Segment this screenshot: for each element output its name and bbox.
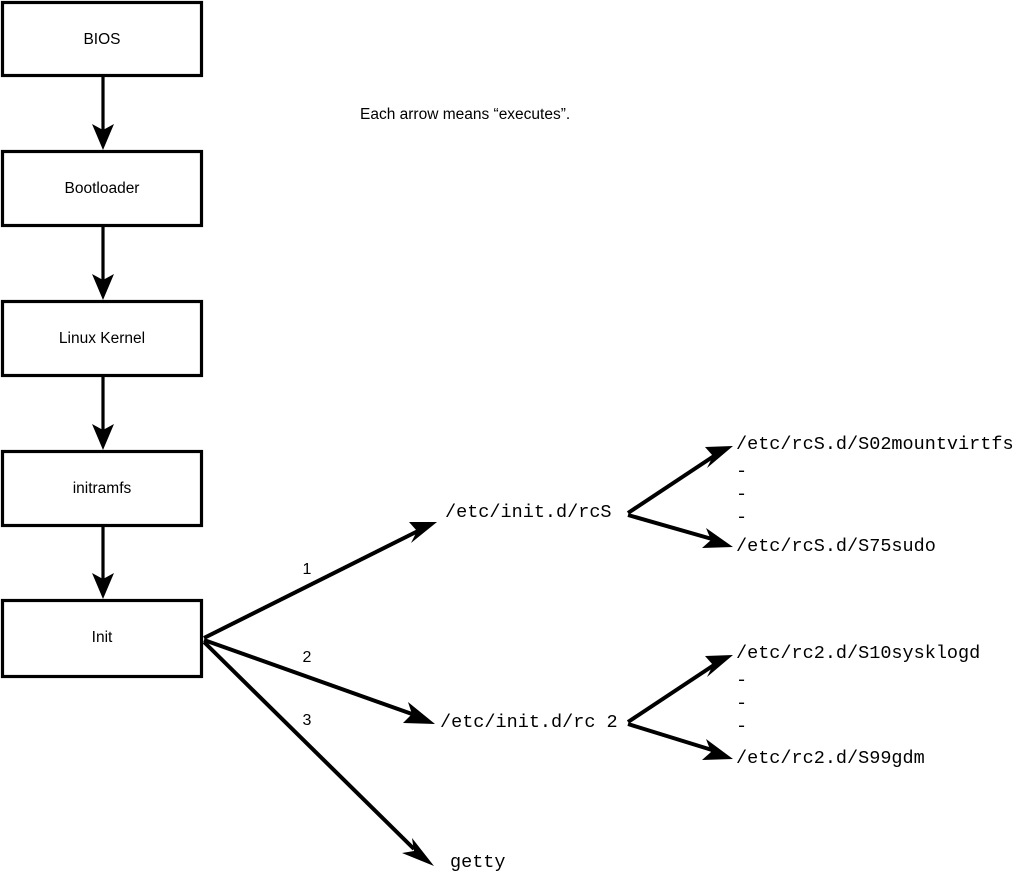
rcs-ellipsis-dash-2: - [736,484,747,505]
branch-init-to-getty: 3 [202,640,434,866]
branch-number-3: 3 [303,712,312,729]
branch-rc2-to-last-script [627,722,733,760]
linux-kernel-box[interactable] [0,299,204,378]
arrowhead-icon [402,838,434,866]
rcs-ellipsis-dash-3: - [736,507,747,528]
arrow-kernel-to-initramfs [92,376,114,450]
node-initramfs[interactable]: initramfs [0,449,204,528]
arrowhead-icon [409,522,437,543]
label-rc2-last-script: /etc/rc2.d/S99gdm [736,748,925,769]
arrowhead-icon [705,655,733,677]
branch-number-1: 1 [303,561,312,578]
branch-init-to-rcs: 1 [203,522,437,640]
arrow-initramfs-to-init [92,526,114,599]
linux-kernel-label: Linux Kernel [59,330,145,347]
branch-rcs-to-first-script [626,446,733,515]
node-linux-kernel[interactable]: Linux Kernel [0,299,204,378]
arrowhead-icon [92,424,114,450]
label-init-d-rcs: /etc/init.d/rcS [445,502,612,523]
arrowhead-icon [403,702,435,724]
bios-label: BIOS [83,31,120,48]
rcs-ellipsis-dash-1: - [736,461,747,482]
branch-rcs-to-last-script [627,513,733,548]
bios-box[interactable] [0,0,204,78]
arrowhead-icon [702,528,733,548]
label-rcs-last-script: /etc/rcS.d/S75sudo [736,536,936,557]
arrowhead-icon [705,446,733,468]
label-getty: getty [450,852,506,873]
rc2-ellipsis-dash-2: - [736,693,747,714]
rc2-ellipsis-dash-3: - [736,716,747,737]
initramfs-label: initramfs [73,480,132,497]
label-rcs-first-script: /etc/rcS.d/S02mountvirtfs [736,434,1014,455]
rc2-ellipsis-dash-1: - [736,670,747,691]
node-bootloader[interactable]: Bootloader [0,149,204,228]
branch-rc2-to-first-script [626,655,733,724]
node-init[interactable]: Init [0,598,204,679]
arrowhead-icon [92,573,114,599]
arrowhead-icon [702,739,733,760]
init-label: Init [92,629,113,646]
initramfs-box[interactable] [0,449,204,528]
legend-note: Each arrow means “executes”. [360,106,570,123]
node-bios[interactable]: BIOS [0,0,204,78]
arrowhead-icon [92,274,114,300]
arrowhead-icon [92,124,114,150]
init-box[interactable] [0,598,204,679]
bootloader-label: Bootloader [65,180,140,197]
arrow-bootloader-to-kernel [92,226,114,300]
arrow-bios-to-bootloader [92,76,114,150]
branch-number-2: 2 [303,649,312,666]
branch-init-to-rc2: 2 [203,638,435,724]
label-init-d-rc2: /etc/init.d/rc 2 [440,712,618,733]
label-rc2-first-script: /etc/rc2.d/S10sysklogd [736,643,980,664]
bootloader-box[interactable] [0,149,204,228]
